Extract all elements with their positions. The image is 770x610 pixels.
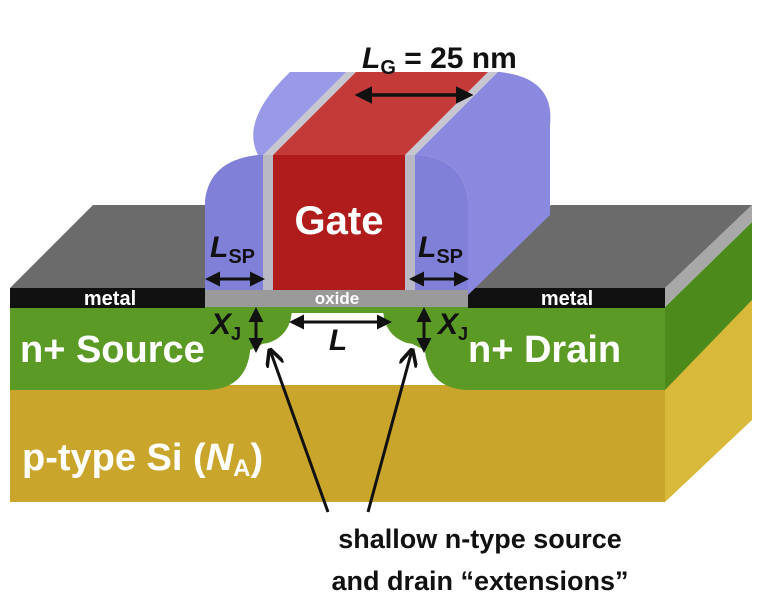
left-junction-depth-label: XJ bbox=[209, 308, 241, 344]
substrate-label-prefix: p-type Si ( bbox=[22, 437, 206, 479]
left-spacer-length-label: LSP bbox=[210, 231, 255, 268]
gate-length-symbol: L bbox=[362, 42, 380, 75]
right-spacer-subscript: SP bbox=[436, 246, 463, 268]
right-junction-symbol: X bbox=[436, 308, 460, 341]
gate-liners bbox=[263, 72, 498, 290]
gate-label: Gate bbox=[295, 199, 384, 243]
right-metal-top bbox=[468, 205, 752, 288]
substrate-label-suffix: ) bbox=[250, 437, 263, 479]
substrate-side-face bbox=[665, 300, 752, 502]
source-extension-pointer bbox=[270, 350, 330, 513]
right-metal-label: metal bbox=[541, 288, 593, 310]
right-junction-depth-label: XJ bbox=[436, 308, 468, 344]
left-spacer-top bbox=[253, 72, 348, 155]
right-liner bbox=[405, 155, 415, 290]
oxide-label: oxide bbox=[315, 289, 359, 308]
extensions-note-line2: and drain “extensions” bbox=[331, 566, 628, 596]
gate-length-value: = 25 nm bbox=[396, 42, 517, 75]
spacers bbox=[205, 72, 551, 295]
left-metal-front bbox=[10, 288, 205, 308]
right-metal-edge bbox=[665, 205, 752, 307]
drain-label: n+ Drain bbox=[468, 329, 621, 371]
substrate bbox=[10, 300, 752, 502]
left-spacer-subscript: SP bbox=[228, 246, 255, 268]
left-spacer-symbol: L bbox=[210, 231, 228, 264]
right-liner-top bbox=[405, 72, 498, 155]
right-spacer-top bbox=[410, 72, 551, 295]
n-plus-layer bbox=[10, 222, 752, 390]
substrate-label-symbol: N bbox=[206, 437, 235, 479]
channel-surface bbox=[272, 307, 403, 313]
drain-extension-pointer bbox=[366, 350, 412, 513]
left-junction-symbol: X bbox=[209, 308, 233, 341]
substrate-label-subscript: A bbox=[233, 455, 250, 482]
drain-extension bbox=[383, 307, 425, 345]
metal-contacts bbox=[10, 205, 752, 308]
left-liner-top bbox=[263, 72, 356, 155]
source-label: n+ Source bbox=[20, 329, 205, 371]
channel-length-label: L bbox=[329, 324, 347, 357]
substrate-label: p-type Si (NA) bbox=[22, 437, 263, 482]
gate-length-label: LG = 25 nm bbox=[362, 42, 517, 79]
left-metal-label: metal bbox=[84, 288, 136, 310]
substrate-front-face bbox=[10, 385, 665, 502]
left-spacer bbox=[205, 155, 268, 290]
extensions-note-line1: shallow n-type source bbox=[338, 524, 622, 554]
right-junction-subscript: J bbox=[458, 324, 468, 344]
right-spacer bbox=[410, 155, 468, 290]
left-liner bbox=[263, 155, 273, 290]
left-junction-subscript: J bbox=[231, 324, 241, 344]
n-plus-side-face bbox=[665, 222, 752, 390]
gate-oxide bbox=[205, 290, 468, 307]
drain-region bbox=[403, 307, 665, 390]
source-region bbox=[10, 307, 272, 390]
gate-front bbox=[273, 155, 405, 290]
gate-length-subscript: G bbox=[380, 57, 396, 79]
right-metal-front bbox=[468, 288, 665, 308]
right-spacer-length-label: LSP bbox=[418, 231, 463, 268]
right-spacer-symbol: L bbox=[418, 231, 436, 264]
